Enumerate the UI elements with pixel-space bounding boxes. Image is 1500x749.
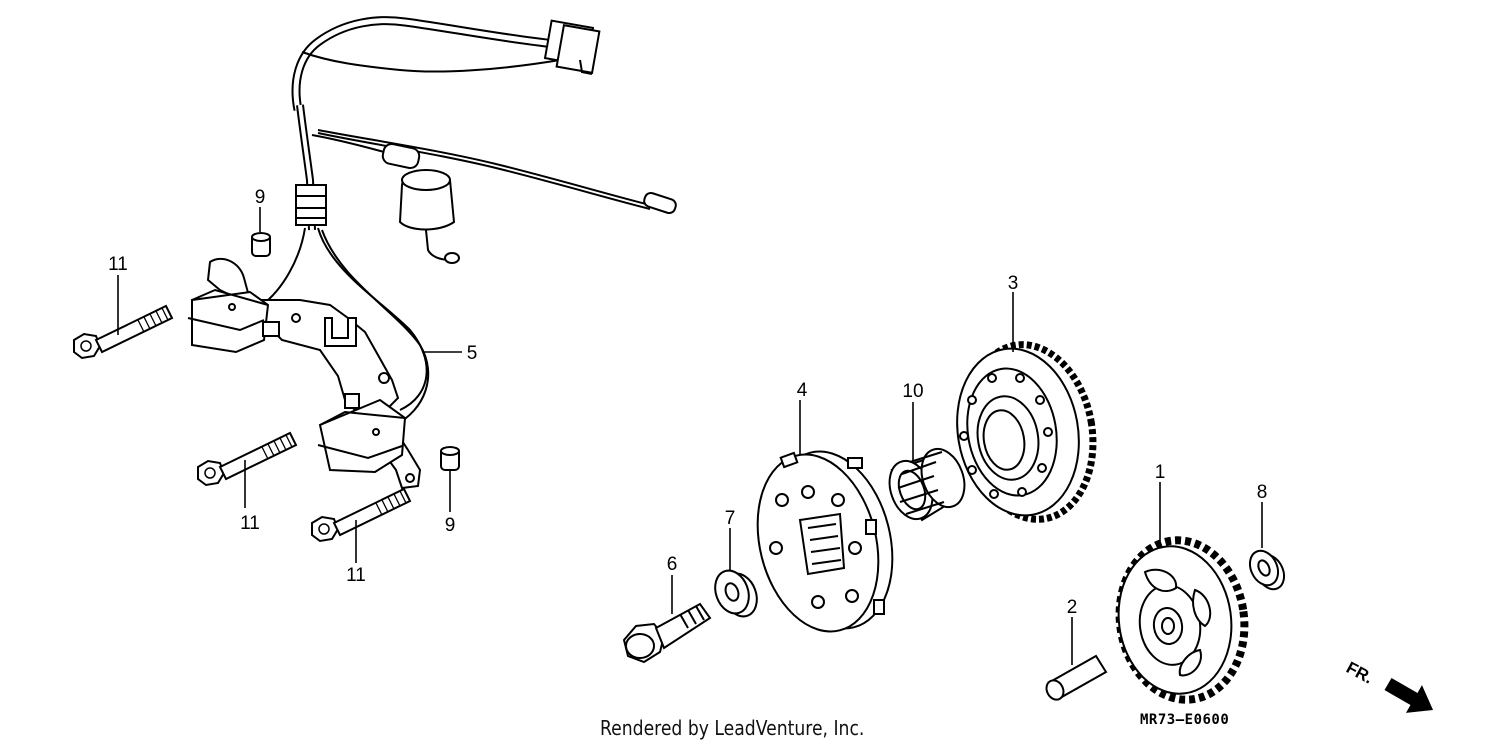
bolt-11-bottom bbox=[311, 488, 411, 542]
dowel-pin-2 bbox=[1045, 654, 1108, 701]
collar-9-top bbox=[251, 232, 271, 257]
flange-bolt-6 bbox=[622, 602, 712, 664]
starter-driven-gear bbox=[956, 341, 1097, 523]
collar-9-bottom bbox=[440, 446, 460, 471]
credit-text: Rendered by LeadVenture, Inc. bbox=[600, 716, 865, 740]
bolt-11-left bbox=[73, 305, 173, 359]
callout-4: 4 bbox=[797, 380, 808, 401]
callout-11-middle: 11 bbox=[240, 513, 260, 534]
needle-bearing bbox=[888, 447, 966, 522]
washer-8 bbox=[1248, 549, 1286, 591]
primary-sprocket bbox=[1115, 536, 1249, 704]
callout-10: 10 bbox=[902, 381, 923, 402]
pulse-generator-assembly bbox=[187, 16, 677, 490]
callout-6: 6 bbox=[667, 554, 678, 575]
washer-7 bbox=[714, 569, 758, 618]
callout-11-bottom: 11 bbox=[346, 565, 366, 586]
callout-7: 7 bbox=[725, 508, 736, 529]
arrow-right-down-icon bbox=[1384, 677, 1434, 713]
callout-8: 8 bbox=[1257, 482, 1268, 503]
leader-lines bbox=[117, 207, 1263, 665]
callout-11-left: 11 bbox=[108, 254, 128, 275]
callout-9-top: 9 bbox=[255, 187, 266, 208]
diagram-code: MR73—E0600 bbox=[1140, 712, 1230, 728]
callout-2: 2 bbox=[1067, 597, 1078, 618]
callout-3: 3 bbox=[1008, 273, 1019, 294]
bolt-11-middle bbox=[197, 432, 297, 486]
callout-5: 5 bbox=[467, 343, 478, 364]
callout-9-bottom: 9 bbox=[445, 515, 456, 536]
starter-clutch bbox=[756, 450, 894, 633]
callout-1: 1 bbox=[1155, 462, 1166, 483]
